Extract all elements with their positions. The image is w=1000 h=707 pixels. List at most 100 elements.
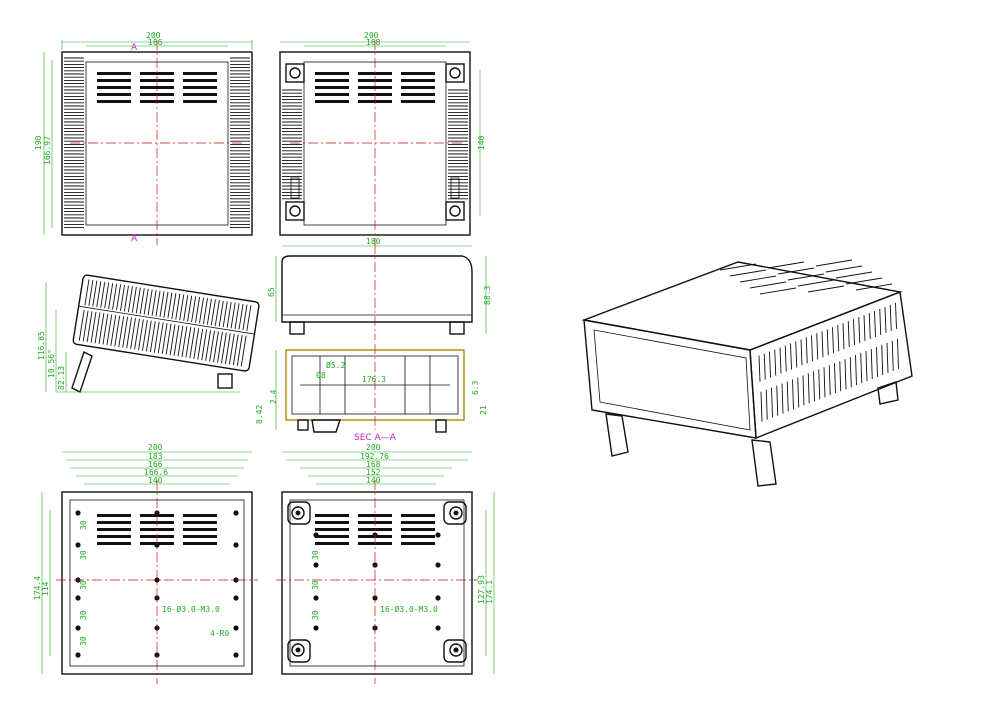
vent-slot xyxy=(97,542,131,545)
iso-fin xyxy=(842,323,845,350)
screw-hole xyxy=(75,652,81,658)
side-fin xyxy=(179,294,185,321)
side-fin xyxy=(139,288,145,314)
screw-hole xyxy=(233,542,239,548)
vent-slot xyxy=(401,72,435,75)
side-fin xyxy=(118,316,125,348)
top-length: 180 xyxy=(366,237,381,246)
vent-slot xyxy=(315,79,349,82)
bl-w2: 183 xyxy=(148,452,163,461)
iso-fin xyxy=(821,331,824,358)
bl-w4: 166.6 xyxy=(144,468,168,477)
vent-slot xyxy=(97,72,131,75)
iso-fin xyxy=(863,315,866,342)
iso-vent xyxy=(807,285,845,293)
rear-width-outer: 200 xyxy=(364,31,379,40)
side-fin xyxy=(177,325,184,357)
rear-view: 200 168 140 xyxy=(279,31,486,245)
side-fin xyxy=(131,286,137,313)
side-fin xyxy=(195,296,201,323)
screw-hole xyxy=(435,532,441,538)
iso-vent xyxy=(787,273,825,281)
section-d1: 08 xyxy=(316,371,326,380)
side-fin xyxy=(183,295,189,321)
vent-slot xyxy=(401,100,435,103)
side-fin xyxy=(123,285,129,312)
vent-slot xyxy=(183,542,217,545)
vent-slot xyxy=(315,86,349,89)
iso-vent xyxy=(835,271,873,279)
iso-fin xyxy=(781,383,784,414)
side-view: 116.85 10.56° 82.13 xyxy=(37,274,260,393)
screw-hole xyxy=(435,562,441,568)
iso-fin xyxy=(763,353,766,380)
bl-pitch-3: 30 xyxy=(79,580,88,590)
vent-slot xyxy=(183,86,217,89)
bl-pitch-1: 30 xyxy=(79,520,88,530)
iso-fin xyxy=(874,311,876,338)
vent-slot xyxy=(183,72,217,75)
side-fin xyxy=(193,328,200,359)
iso-fin xyxy=(884,306,887,333)
side-fin xyxy=(242,304,248,331)
iso-vent xyxy=(729,269,767,277)
section-d3: 8.42 xyxy=(255,405,264,424)
side-fin xyxy=(145,320,152,352)
iso-fin xyxy=(881,344,884,376)
iso-vent xyxy=(845,277,883,285)
bl-note-holes: 16-Ø3.0-M3.0 xyxy=(162,604,220,614)
vent-slot xyxy=(97,528,131,531)
side-fin xyxy=(116,284,122,311)
bl-note-feet: 4-R0 xyxy=(210,629,229,638)
front-view: 200 166 190 166.97 A A xyxy=(34,31,253,245)
vent-slot xyxy=(140,72,174,75)
iso-fin xyxy=(790,343,792,370)
side-fin xyxy=(189,327,196,359)
side-fin xyxy=(202,298,208,325)
side-fin xyxy=(84,279,90,306)
vent-slot xyxy=(97,100,131,103)
side-fin xyxy=(86,311,93,343)
top-view: 180 65 88.3 xyxy=(267,237,492,340)
side-fin xyxy=(153,321,160,353)
top-height-right: 88.3 xyxy=(483,286,492,305)
side-fin xyxy=(206,298,212,325)
vent-slot xyxy=(315,93,349,96)
side-fin xyxy=(173,325,180,356)
screw-hole xyxy=(233,510,239,516)
side-fin xyxy=(127,286,133,313)
side-fin xyxy=(96,281,102,308)
iso-fin xyxy=(868,313,871,340)
side-fin xyxy=(218,300,224,327)
screw-hole xyxy=(313,532,319,538)
section-marker-top: A xyxy=(131,43,138,53)
vent-slot xyxy=(401,521,435,524)
side-fin xyxy=(185,326,192,358)
side-fin xyxy=(135,287,141,314)
iso-fin xyxy=(792,379,794,410)
side-dim-c: 82.13 xyxy=(57,366,66,390)
iso-fin xyxy=(769,351,771,378)
iso-fin xyxy=(849,357,852,388)
side-fin xyxy=(120,285,125,311)
side-fin xyxy=(134,318,140,350)
side-fin xyxy=(167,292,173,319)
side-fin xyxy=(246,305,252,331)
side-fin xyxy=(232,334,239,366)
side-dim-b: 10.56° xyxy=(47,349,56,378)
vent-slot xyxy=(401,86,435,89)
iso-fin xyxy=(847,321,850,348)
iso-fin xyxy=(779,347,782,374)
vent-slot xyxy=(140,86,174,89)
vent-slot xyxy=(183,535,217,538)
side-fin xyxy=(114,315,121,347)
rear-height: 140 xyxy=(477,135,486,150)
iso-fin xyxy=(786,381,789,412)
iso-fin xyxy=(816,333,819,360)
screw-hole xyxy=(313,562,319,568)
side-fin xyxy=(122,316,129,348)
section-inner: 176.3 xyxy=(362,375,386,384)
section-d5: 21 xyxy=(479,405,488,415)
vent-slot xyxy=(358,86,392,89)
vent-slot xyxy=(315,521,349,524)
